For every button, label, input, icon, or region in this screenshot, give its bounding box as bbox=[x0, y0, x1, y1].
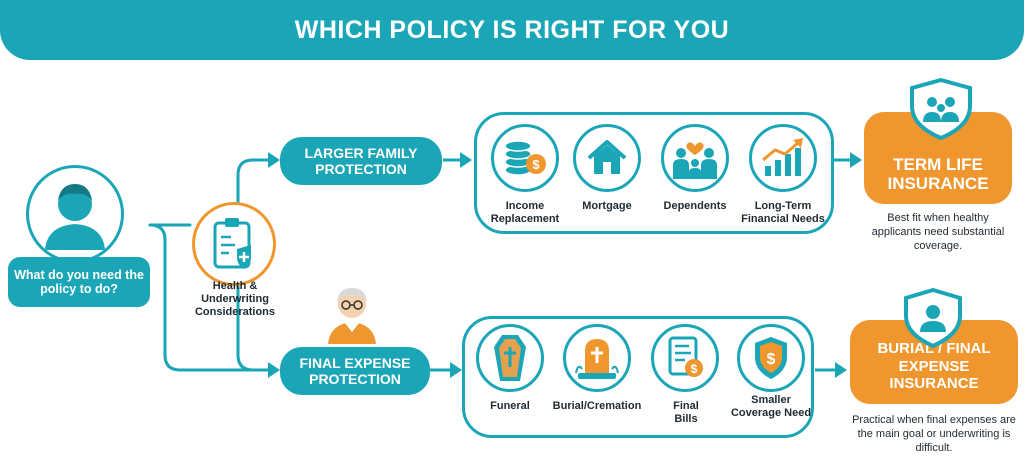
need-label: Funeral bbox=[490, 400, 530, 412]
term-life-label: TERM LIFE INSURANCE bbox=[887, 154, 989, 194]
bill-icon: $ bbox=[651, 324, 719, 392]
page-title: WHICH POLICY IS RIGHT FOR YOU bbox=[294, 15, 730, 44]
clipboard-health-icon bbox=[192, 202, 276, 286]
need-label: Long-Term Financial Needs bbox=[741, 200, 825, 226]
burial-result: BURIAL / FINAL EXPENSE INSURANCE bbox=[850, 320, 1018, 404]
term-life-note: Best fit when healthy applicants need su… bbox=[871, 212, 1005, 252]
svg-text:$: $ bbox=[767, 351, 776, 368]
shield-family-icon bbox=[906, 77, 976, 141]
coins-dollar-icon: $ bbox=[491, 124, 559, 192]
need-label: Final Bills bbox=[673, 400, 699, 426]
need-label: Burial/Cremation bbox=[552, 400, 642, 412]
health-label: Health & Underwriting Considerations bbox=[194, 280, 276, 319]
need-label: Income Replacement bbox=[490, 200, 560, 226]
svg-text:$: $ bbox=[532, 157, 540, 172]
senior-person-icon bbox=[322, 280, 382, 344]
title-banner: WHICH POLICY IS RIGHT FOR YOU bbox=[0, 0, 1024, 60]
family-protection-pill: LARGER FAMILY PROTECTION bbox=[280, 137, 442, 185]
burial-label: BURIAL / FINAL EXPENSE INSURANCE bbox=[877, 340, 991, 392]
shield-dollar-icon: $ bbox=[737, 324, 805, 392]
final-expense-pill: FINAL EXPENSE PROTECTION bbox=[280, 347, 430, 395]
need-label: Dependents bbox=[663, 200, 727, 212]
svg-text:$: $ bbox=[691, 362, 698, 376]
shield-person-icon bbox=[900, 287, 966, 349]
growth-chart-icon bbox=[749, 124, 817, 192]
house-icon bbox=[573, 124, 641, 192]
person-icon bbox=[26, 165, 124, 263]
need-label: Mortgage bbox=[582, 200, 632, 212]
coffin-icon bbox=[476, 324, 544, 392]
question-box: What do you need the policy to do? bbox=[8, 257, 150, 307]
gravestone-icon bbox=[563, 324, 631, 392]
family-icon bbox=[661, 124, 729, 192]
family-protection-label: LARGER FAMILY PROTECTION bbox=[304, 144, 418, 177]
final-expense-label: FINAL EXPENSE PROTECTION bbox=[299, 354, 411, 387]
question-text: What do you need the policy to do? bbox=[14, 267, 144, 296]
burial-note: Practical when final expenses are the ma… bbox=[852, 414, 1016, 454]
need-label: Smaller Coverage Need bbox=[730, 394, 812, 420]
